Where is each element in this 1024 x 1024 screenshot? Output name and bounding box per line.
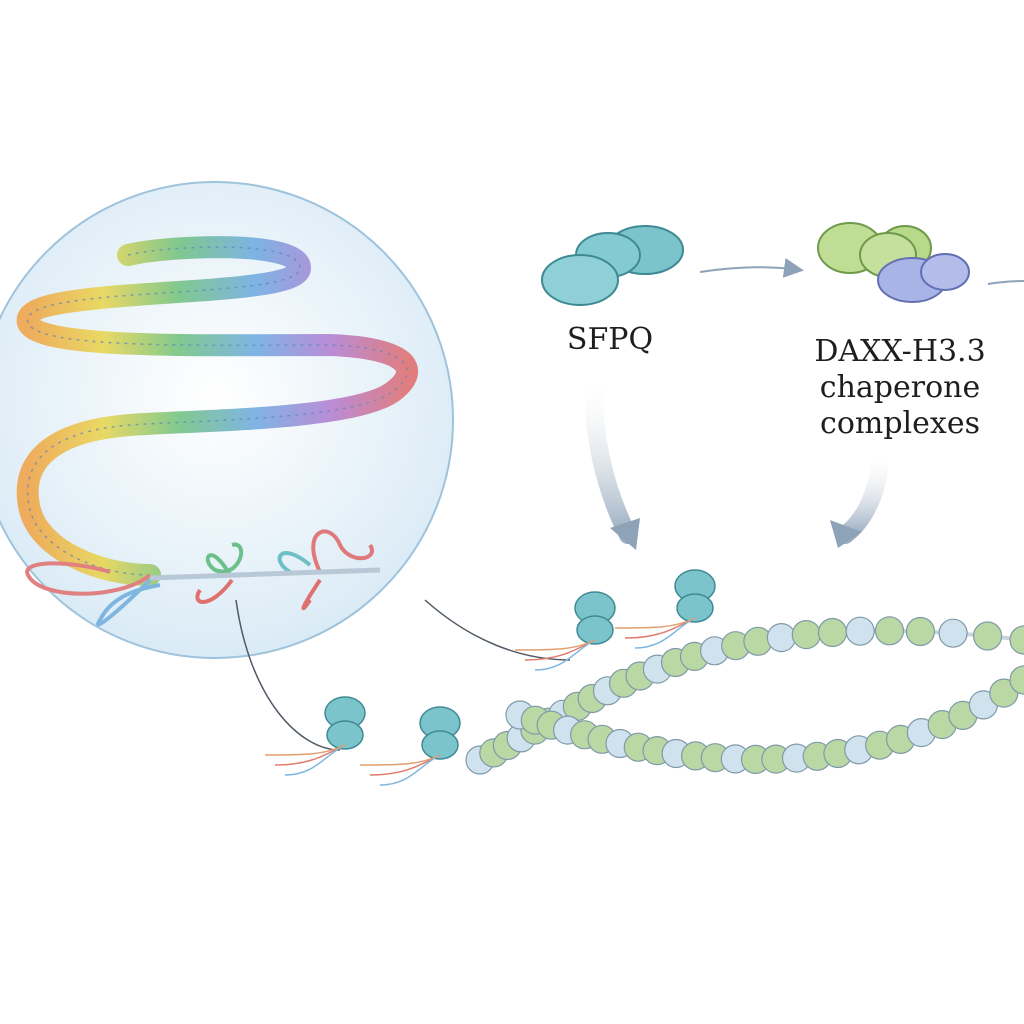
nucleosome-bead xyxy=(905,616,936,647)
daxx-h33-label: DAXX-H3.3 chaperone complexes xyxy=(770,334,1024,442)
zoom-connector-line xyxy=(424,599,571,661)
nucleosome-bead xyxy=(1009,665,1024,695)
daxx-h33-complex-icon xyxy=(817,222,970,303)
daxx-h33-label-line1: DAXX-H3.3 xyxy=(814,334,986,369)
zoom-connector-line xyxy=(235,599,341,751)
coiled-chromatin-strand-outline xyxy=(26,246,408,576)
sfpq-protein-icon xyxy=(541,225,684,306)
bound-sfpq-icon xyxy=(614,569,716,649)
nucleosome-bead xyxy=(938,618,968,648)
sfpq-label: SFPQ xyxy=(566,322,654,357)
nucleosome-bead xyxy=(791,619,821,650)
nucleosome-bead xyxy=(766,622,797,653)
arrow-daxx-onward xyxy=(987,280,1024,285)
chromatin-loops xyxy=(25,529,374,627)
bound-sfpq-icon xyxy=(359,706,461,786)
daxx-h33-label-line3: complexes xyxy=(820,406,980,441)
chromatin-inset xyxy=(0,181,454,659)
nucleosome-bead xyxy=(972,621,1003,651)
arrow-daxx-down xyxy=(836,443,889,544)
nucleosome-bead xyxy=(874,616,905,646)
arrow-daxx-down-head xyxy=(830,520,862,548)
bound-sfpq-icon xyxy=(264,696,366,776)
nucleosome-bead xyxy=(817,617,848,648)
inset-backbone xyxy=(149,567,381,581)
nucleosome-bead xyxy=(845,616,875,646)
bound-sfpq-complexes xyxy=(264,569,716,786)
chromatin-fiber xyxy=(465,616,1024,775)
nucleosome-bead xyxy=(1009,625,1024,655)
arrow-sfpq-to-daxx xyxy=(699,257,804,278)
bound-sfpq-icon xyxy=(514,591,616,671)
arrow-sfpq-down-head xyxy=(610,518,640,550)
arrow-sfpq-down xyxy=(585,363,637,544)
daxx-h33-label-line2: chaperone xyxy=(819,370,981,405)
